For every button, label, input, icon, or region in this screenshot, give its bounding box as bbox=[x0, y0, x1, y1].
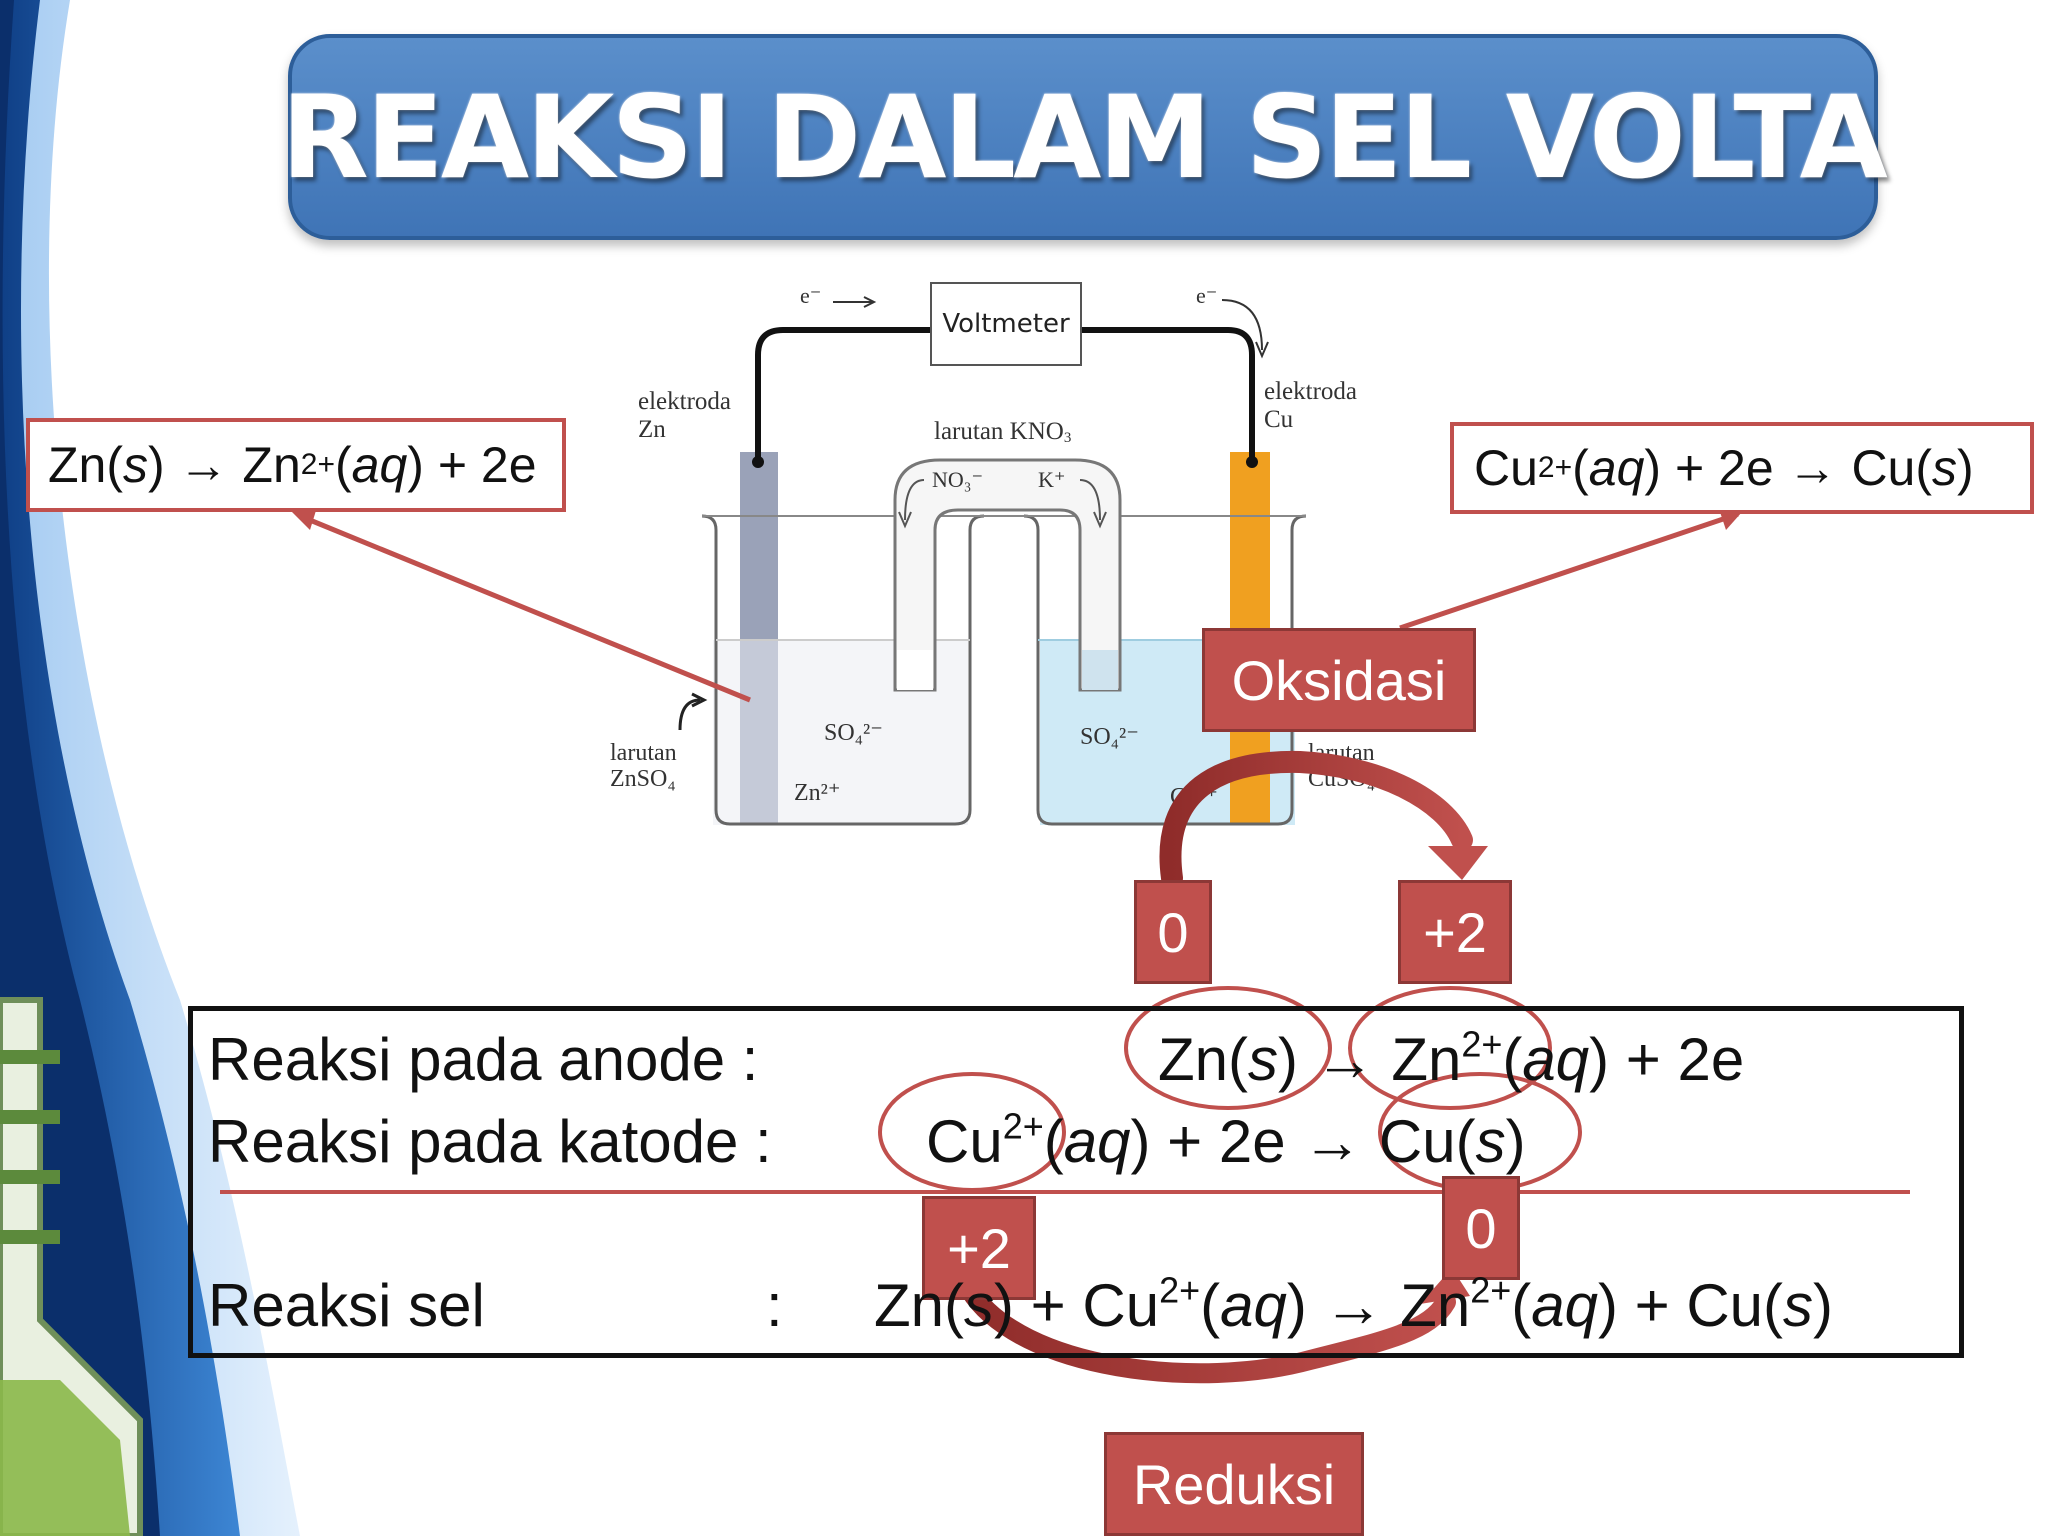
katode-label: Reaksi pada katode : bbox=[208, 1108, 772, 1175]
katode-state-s: s bbox=[1475, 1108, 1506, 1175]
page-title: REAKSI DALAM SEL VOLTA bbox=[281, 70, 1888, 204]
zinc-ion-label: Zn²⁺ bbox=[794, 780, 841, 806]
elektroda-zn-line1: elektroda bbox=[638, 388, 732, 415]
reduksi-arc-arrow bbox=[960, 1280, 1456, 1384]
sel-equation: Zn(s) + Cu2+(aq) → Zn2+(aq) + Cu(s) bbox=[874, 1272, 1833, 1336]
ox-number-cu-after: 0 bbox=[1442, 1176, 1520, 1280]
callout-right-state-s: s bbox=[1932, 440, 1958, 496]
nitrate-ion-label: NO₃⁻ bbox=[932, 467, 984, 493]
sel-state-aq2: aq bbox=[1531, 1272, 1598, 1339]
callout-right-t1: Cu bbox=[1474, 440, 1538, 496]
elektroda-zn-label: elektroda Zn bbox=[638, 388, 731, 443]
zn-electrode-submerged bbox=[740, 640, 778, 824]
oksidasi-arc-arrow bbox=[1159, 750, 1473, 889]
ellipse-zn-anode bbox=[1124, 986, 1332, 1110]
sel-state-aq1: aq bbox=[1220, 1272, 1287, 1339]
electron-label-left: e⁻ bbox=[800, 283, 822, 308]
elektroda-cu-line2: Cu bbox=[1264, 405, 1294, 433]
callout-right-t4: ) bbox=[1957, 440, 1974, 496]
anode-equation: Zn(s) → Zn2+(aq) + 2e bbox=[1158, 1026, 1744, 1090]
anode-t1: Zn( bbox=[1158, 1026, 1248, 1093]
callout-right-t3: ) + 2e → Cu( bbox=[1644, 440, 1933, 496]
callout-left-t1: Zn( bbox=[48, 437, 123, 493]
katode-state-aq: aq bbox=[1063, 1108, 1131, 1175]
ox-number-cu-before: +2 bbox=[922, 1196, 1036, 1300]
ox-number-zn-before: 0 bbox=[1134, 880, 1212, 984]
sulfate-ion-left: SO₄²⁻ bbox=[824, 720, 883, 746]
sel-t3: ( bbox=[1200, 1272, 1221, 1339]
callout-left-state-s: s bbox=[123, 437, 148, 493]
sel-colon: : bbox=[766, 1272, 783, 1339]
sel-charge1: 2+ bbox=[1159, 1269, 1201, 1311]
anode-t4: ) + 2e bbox=[1589, 1026, 1745, 1093]
ellipse-zn2-anode bbox=[1348, 986, 1552, 1110]
sel-t1: Zn( bbox=[874, 1272, 964, 1339]
anode-state-aq: aq bbox=[1522, 1026, 1590, 1093]
callout-left-pointer bbox=[299, 513, 751, 703]
callout-left-state-aq: aq bbox=[351, 437, 408, 493]
anode-label: Reaksi pada anode : bbox=[208, 1026, 759, 1093]
sel-state-s2: s bbox=[1783, 1272, 1814, 1339]
callout-right-state-aq: aq bbox=[1588, 440, 1645, 496]
wire-right bbox=[1082, 327, 1255, 458]
sel-t4: ) → Zn bbox=[1286, 1272, 1471, 1339]
sel-t2: ) + Cu bbox=[994, 1272, 1160, 1339]
reaction-equations-box bbox=[188, 1006, 1964, 1358]
larutan-znso4-line2: ZnSO₄ bbox=[610, 766, 676, 793]
callout-left-t4: ) + 2e bbox=[407, 437, 537, 493]
beaker-left bbox=[701, 514, 985, 826]
voltmeter-box: Voltmeter bbox=[930, 282, 1082, 366]
electron-arrow-right bbox=[1221, 299, 1263, 351]
anode-t3: ( bbox=[1502, 1026, 1523, 1093]
katode-t1: Cu bbox=[926, 1108, 1003, 1175]
callout-left-t2: ) → Zn bbox=[148, 437, 301, 493]
sel-t7: ) bbox=[1813, 1272, 1833, 1339]
ox-number-zn-after: +2 bbox=[1398, 880, 1512, 984]
salt-bridge-text: larutan KNO bbox=[934, 418, 1064, 445]
sulfate-ion-right: SO₄²⁻ bbox=[1080, 724, 1139, 750]
katode-t2: ( bbox=[1043, 1108, 1064, 1175]
voltmeter-label: Voltmeter bbox=[942, 309, 1070, 339]
anode-state-s: s bbox=[1248, 1026, 1278, 1093]
sel-t5: ( bbox=[1511, 1272, 1532, 1339]
potassium-ion-label: K⁺ bbox=[1038, 467, 1066, 493]
katode-equation: Cu2+(aq) + 2e → Cu(s) bbox=[926, 1108, 1526, 1172]
elektroda-cu-label: elektroda Cu bbox=[1264, 378, 1357, 433]
electron-label-right: e⁻ bbox=[1196, 283, 1218, 308]
reduksi-label: Reduksi bbox=[1104, 1432, 1364, 1536]
oksidasi-label: Oksidasi bbox=[1202, 628, 1476, 732]
anode-t2: ) → Zn bbox=[1278, 1026, 1462, 1093]
salt-bridge-label: larutan KNO3 bbox=[934, 418, 1071, 446]
sel-state-s1: s bbox=[964, 1272, 994, 1339]
anode-charge: 2+ bbox=[1461, 1023, 1503, 1065]
salt-bridge-sub: 3 bbox=[1063, 430, 1072, 446]
larutan-znso4-line1: larutan bbox=[610, 740, 677, 766]
wire-left bbox=[755, 327, 930, 458]
sel-charge2: 2+ bbox=[1470, 1269, 1512, 1311]
katode-t3: ) + 2e → Cu( bbox=[1130, 1108, 1476, 1175]
sel-label: Reaksi sel bbox=[208, 1272, 485, 1339]
sel-t6: ) + Cu( bbox=[1597, 1272, 1784, 1339]
elektroda-zn-line2: Zn bbox=[638, 415, 666, 443]
katode-t4: ) bbox=[1505, 1108, 1526, 1175]
callout-right-pointer bbox=[1399, 511, 1739, 631]
title-banner: REAKSI DALAM SEL VOLTA bbox=[281, 34, 1888, 240]
callout-right-t2: ( bbox=[1572, 440, 1589, 496]
callout-left-t3: ( bbox=[335, 437, 352, 493]
katode-charge: 2+ bbox=[1002, 1105, 1044, 1147]
larutan-znso4-label: larutan ZnSO₄ bbox=[610, 740, 677, 793]
elektroda-cu-line1: elektroda bbox=[1264, 378, 1358, 405]
